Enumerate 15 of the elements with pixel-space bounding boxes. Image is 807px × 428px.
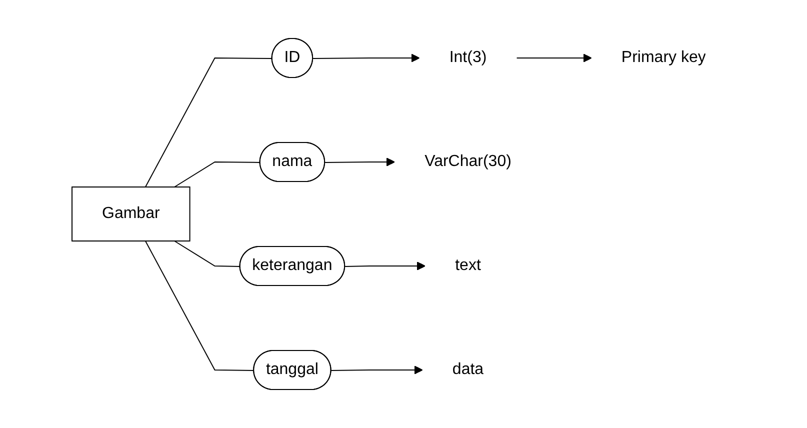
connector [174,240,240,267]
node-box: Gambar [71,186,190,242]
arrow [344,262,426,270]
node-text: Primary key [620,49,706,66]
arrow [516,54,592,62]
arrow [324,158,395,166]
node-text: Int(3) [448,49,486,66]
arrow [312,54,420,62]
connector [174,162,260,188]
node-text: data [452,360,484,378]
node-text: text [454,256,480,274]
connector [144,240,254,371]
node-text: VarChar(30) [424,152,511,170]
arrow [330,366,422,374]
connector [144,58,272,188]
